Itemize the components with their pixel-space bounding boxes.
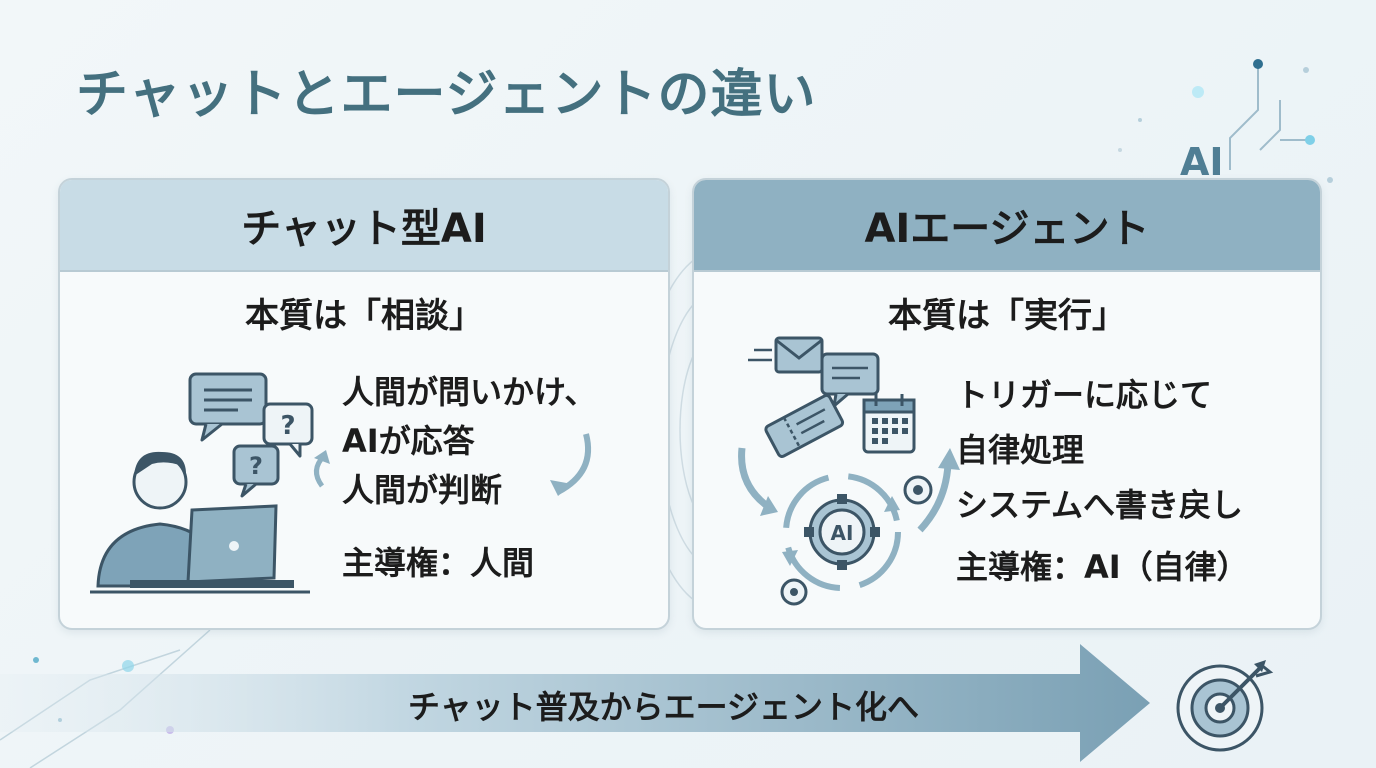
- chat-ai-header: チャット型AI: [60, 180, 668, 272]
- ticket-icon: [764, 393, 845, 458]
- page-title: チャットとエージェントの違い: [76, 65, 817, 125]
- chat-ai-subheading: 本質は「相談」: [245, 296, 483, 336]
- chat-ai-line-3: 人間が判断: [342, 471, 503, 509]
- calendar-icon: [862, 394, 916, 454]
- person-at-laptop-icon: ? ?: [90, 372, 314, 594]
- ai-agent-description: トリガーに応じて 自律処理 システムへ書き戻し: [956, 368, 1243, 533]
- svg-text:?: ?: [280, 411, 295, 441]
- agent-illustration: AI: [738, 336, 960, 606]
- chat-ai-panel: チャット型AI 本質は「相談」 ? ?: [58, 178, 670, 630]
- ai-gear-label: AI: [831, 521, 854, 545]
- ai-gear-cycle-icon: AI: [780, 473, 933, 606]
- ai-agent-leadership: 主導権：AI（自律）: [956, 548, 1249, 586]
- ai-agent-line-3: システムへ書き戻し: [956, 486, 1244, 524]
- ai-agent-subheading: 本質は「実行」: [888, 296, 1126, 336]
- envelope-icon: [748, 336, 824, 374]
- chat-ai-leadership: 主導権：人間: [342, 544, 535, 582]
- ai-agent-line-1: トリガーに応じて: [956, 376, 1213, 414]
- transition-arrow: [0, 644, 1150, 762]
- speech-bubble-icon: [188, 372, 268, 442]
- ai-agent-header: AIエージェント: [694, 180, 1320, 272]
- chat-ai-description: 人間が問いかけ、 AIが応答 人間が判断: [342, 368, 596, 515]
- ai-agent-line-2: 自律処理: [956, 431, 1085, 469]
- banner-text: チャット普及からエージェント化へ: [408, 688, 920, 726]
- ai-corner-label: AI: [1180, 140, 1224, 184]
- circuit-decoration: [1118, 59, 1333, 183]
- svg-text:?: ?: [249, 452, 263, 480]
- chat-ai-line-2: AIが応答: [342, 422, 475, 460]
- chat-bubble-icon: [820, 352, 880, 408]
- ai-agent-panel: AIエージェント 本質は「実行」: [692, 178, 1322, 630]
- chat-ai-line-1: 人間が問いかけ、: [342, 373, 597, 411]
- cycle-arrow-icon: [314, 433, 592, 496]
- question-bubble-icon: ?: [262, 402, 314, 458]
- target-icon: [1176, 660, 1274, 752]
